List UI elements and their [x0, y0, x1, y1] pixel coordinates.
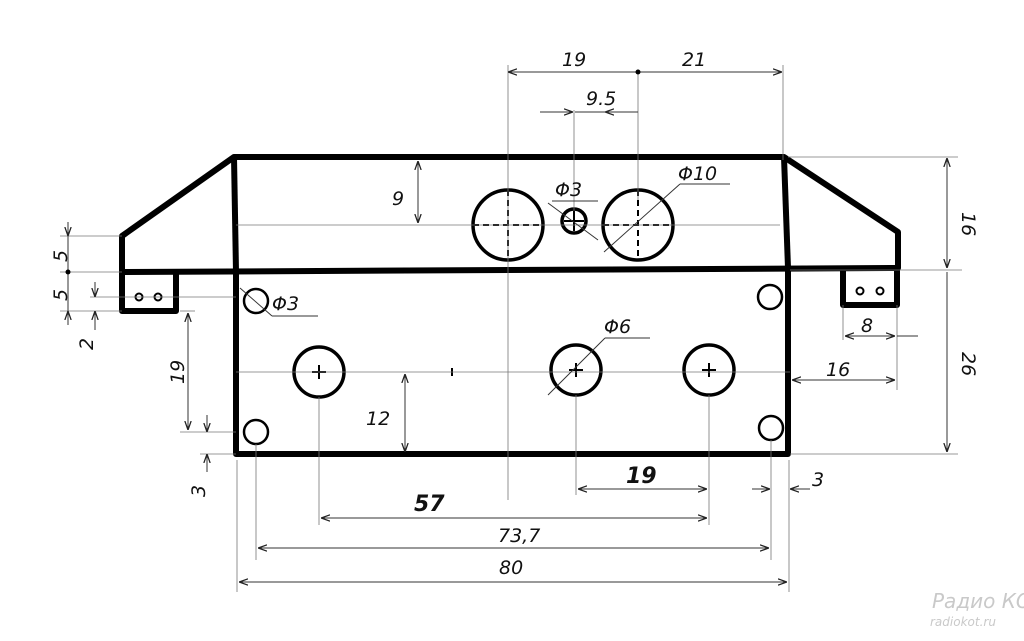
- lower-holes: [242, 283, 785, 446]
- label-dia10: Φ10: [678, 163, 717, 185]
- main-plate-outline: [233, 268, 791, 457]
- dimension-labels: 19 21 9.5 Φ3 Φ10 9 16 26 5 5 2 19 3 Φ3 Φ…: [50, 49, 979, 579]
- upper-left-edge: [231, 156, 239, 273]
- label-dim-8: 8: [861, 315, 873, 337]
- label-bottom-57: 57: [414, 492, 445, 517]
- extension-lines: [60, 65, 962, 592]
- hole-corner-bottom-right: [757, 414, 785, 442]
- label-left-19: 19: [167, 360, 189, 384]
- label-bottom-73-7: 73,7: [498, 525, 540, 547]
- label-left-2: 2: [76, 338, 98, 350]
- watermark-url: radiokot.ru: [930, 615, 996, 629]
- leader-lines: [239, 183, 730, 396]
- label-dim-12: 12: [366, 408, 390, 430]
- upper-right-edge: [781, 156, 791, 269]
- watermark: Радио КОТ radiokot.ru: [930, 589, 1024, 629]
- left-tab-outline: [119, 272, 179, 314]
- label-dim-16-right: 16: [826, 359, 850, 381]
- hole-corner-top-left: [242, 287, 270, 315]
- label-left-3: 3: [188, 485, 210, 497]
- label-left-5-lower: 5: [50, 289, 72, 301]
- watermark-brand: Радио КОТ: [932, 589, 1024, 613]
- label-bottom-19: 19: [626, 464, 657, 489]
- label-dia3-top: Φ3: [555, 179, 582, 201]
- right-tab-hole-2: [875, 286, 885, 296]
- label-top-9-5: 9.5: [586, 88, 616, 110]
- label-dia6: Φ6: [604, 316, 631, 338]
- right-tab-hole-1: [855, 286, 865, 296]
- hole-corner-top-right: [756, 283, 784, 311]
- part-outline: [119, 154, 901, 457]
- label-top-21: 21: [682, 49, 706, 71]
- label-left-5-upper: 5: [50, 250, 72, 262]
- label-top-19: 19: [562, 49, 586, 71]
- label-dia3-left: Φ3: [272, 293, 299, 315]
- hole-corner-bottom-left: [242, 418, 270, 446]
- right-tab-outline: [840, 268, 900, 308]
- label-dim-9: 9: [392, 188, 404, 210]
- label-bottom-80: 80: [499, 557, 523, 579]
- label-dim-3-right: 3: [812, 469, 824, 491]
- dimension-lines: [66, 70, 948, 583]
- label-right-16: 16: [957, 212, 979, 236]
- label-right-26: 26: [957, 352, 979, 376]
